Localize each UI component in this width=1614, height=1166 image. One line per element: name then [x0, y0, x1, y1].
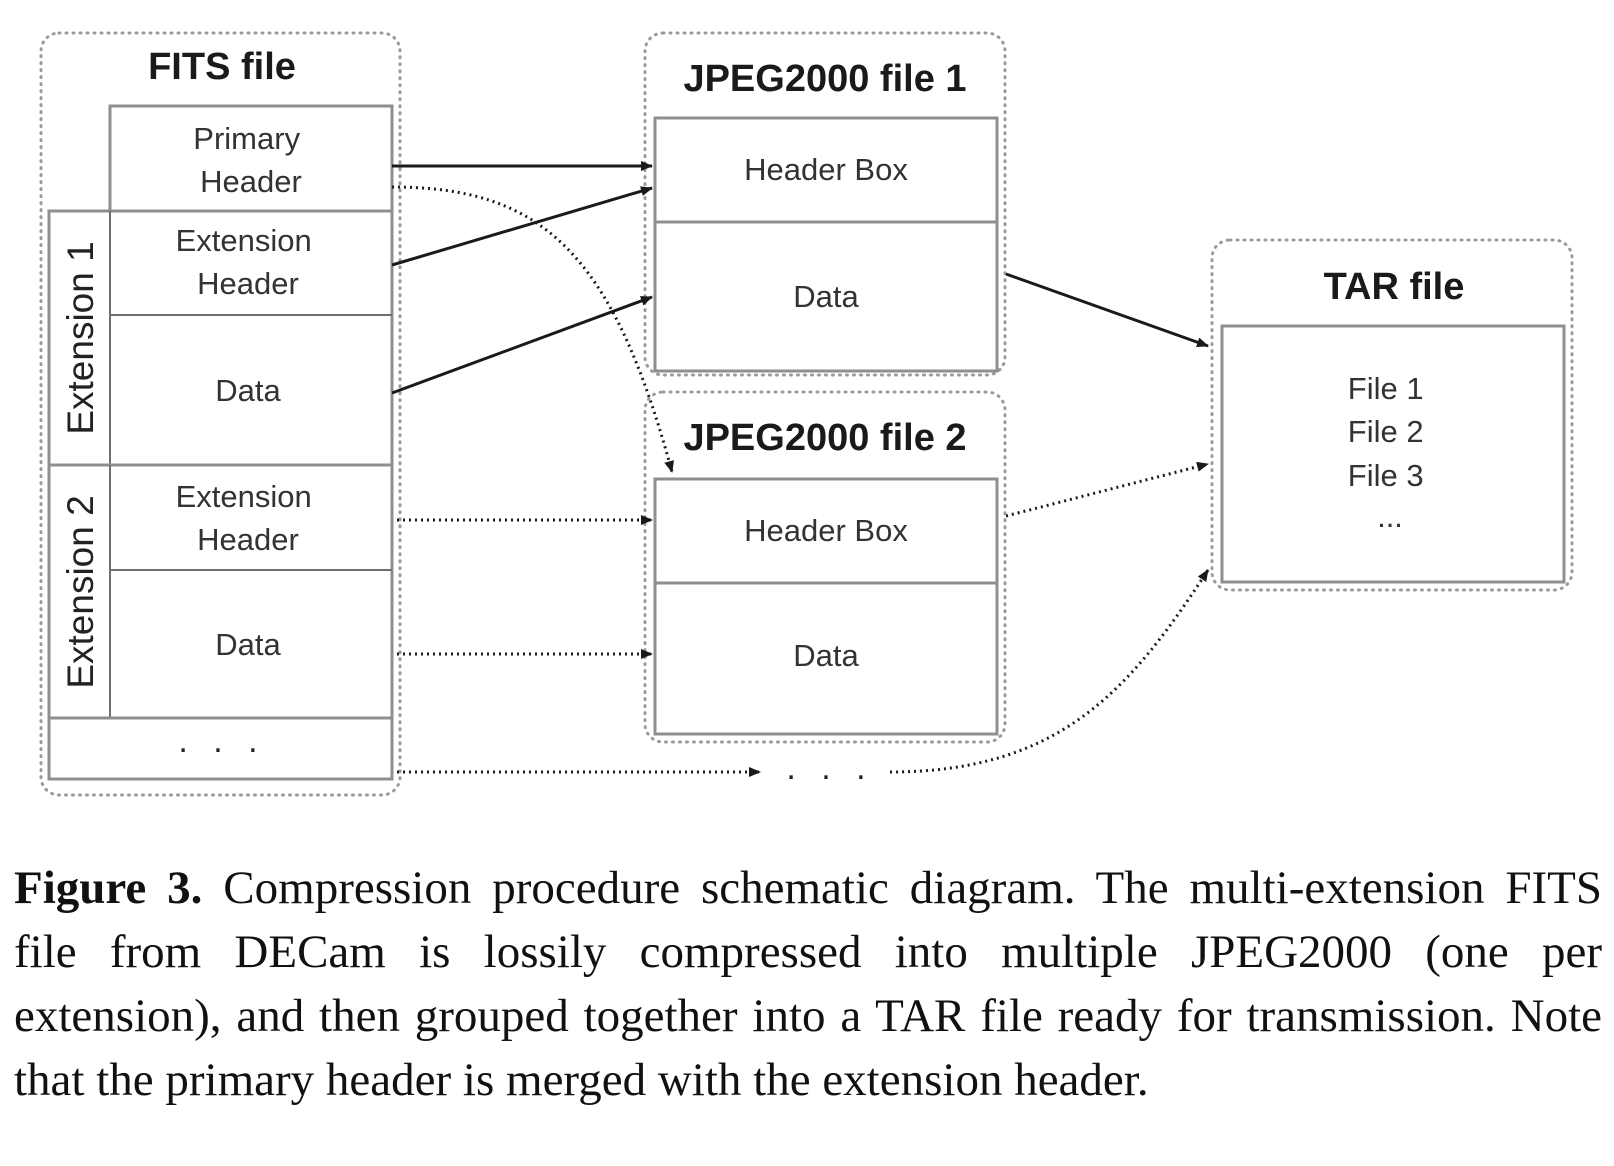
- jpeg2000-file-1-header-box: [653, 116, 999, 224]
- figure-caption: Figure 3. Compression procedure schemati…: [14, 856, 1602, 1112]
- arrow-more-outputs-to-tar: [889, 569, 1210, 774]
- primary-header-cell: [108, 104, 394, 213]
- extension-2-data-label: Data: [215, 627, 281, 662]
- arrows: [391, 161, 1210, 777]
- figure-label: Figure 3.: [14, 862, 203, 914]
- tar-file-contents-box: [1220, 324, 1566, 584]
- arrow-ext1-header-to-header-box-1: [391, 186, 653, 267]
- jpeg2000-file-2-data-label: Data: [793, 638, 859, 673]
- extension-2-header-line-2: Header: [197, 522, 299, 557]
- tar-file-item-3: File 3: [1348, 458, 1424, 493]
- primary-header-line-1: Primary: [193, 121, 300, 156]
- tar-file-item-1: File 1: [1348, 371, 1424, 406]
- jpeg2000-file-2-title: JPEG2000 file 2: [683, 417, 966, 459]
- jpeg2000-file-1-header-box-label: Header Box: [744, 152, 908, 187]
- extension-2-header-line-1: Extension: [176, 479, 312, 514]
- figure-caption-text: Compression procedure schematic diagram.…: [14, 862, 1602, 1106]
- primary-header-line-2: Header: [200, 164, 302, 199]
- jpeg2000-file-2-data-box: [653, 581, 999, 736]
- more-extensions-cell: [47, 716, 394, 781]
- jpeg2000-file-1-outline: [643, 31, 1007, 377]
- extension-2-label: Extension 2: [60, 495, 101, 688]
- jpeg2000-file-2-header-box: [653, 477, 999, 585]
- extension-1-data-label: Data: [215, 373, 281, 408]
- arrow-primary-header-to-header-box-2: [391, 185, 674, 473]
- tar-file-outline: [1210, 238, 1574, 592]
- arrow-jpeg2-to-tar: [1005, 461, 1209, 518]
- tar-file-title: TAR file: [1324, 266, 1465, 308]
- extension-1-label: Extension 1: [60, 241, 101, 434]
- more-extensions-ellipsis: . . .: [178, 722, 265, 760]
- jpeg2000-file-2-group: JPEG2000 file 2 Header Box Data: [643, 390, 1007, 744]
- fits-file-title: FITS file: [148, 46, 296, 88]
- tar-file-item-more: ...: [1377, 499, 1403, 534]
- fits-file-group: FITS file Primary Header Extension 1 Ext…: [39, 31, 402, 797]
- arrow-jpeg1-to-tar: [1005, 272, 1209, 348]
- jpeg2000-file-2-outline: [643, 390, 1007, 744]
- primary-header-label: Primary Header: [193, 121, 308, 199]
- extension-1-header-label: Extension Header: [176, 223, 321, 301]
- tar-file-group: TAR file File 1 File 2 File 3 ...: [1210, 238, 1574, 592]
- arrow-ext1-data-to-data-1: [391, 295, 653, 395]
- extension-2-header-label: Extension Header: [176, 479, 321, 557]
- extension-1-header-line-1: Extension: [176, 223, 312, 258]
- extension-1-block: [47, 209, 394, 467]
- jpeg2000-file-1-data-label: Data: [793, 279, 859, 314]
- jpeg2000-file-1-title: JPEG2000 file 1: [683, 58, 966, 100]
- more-jpeg2000-ellipsis: . . .: [786, 749, 873, 787]
- jpeg2000-file-1-data-box: [653, 220, 999, 373]
- jpeg2000-file-2-header-box-label: Header Box: [744, 513, 908, 548]
- extension-2-block: [47, 463, 394, 720]
- tar-file-item-2: File 2: [1348, 414, 1424, 449]
- fits-file-outline: [39, 31, 402, 797]
- extension-1-header-line-2: Header: [197, 266, 299, 301]
- jpeg2000-file-1-group: JPEG2000 file 1 Header Box Data: [643, 31, 1007, 377]
- tar-file-list: File 1 File 2 File 3 ...: [1348, 371, 1432, 534]
